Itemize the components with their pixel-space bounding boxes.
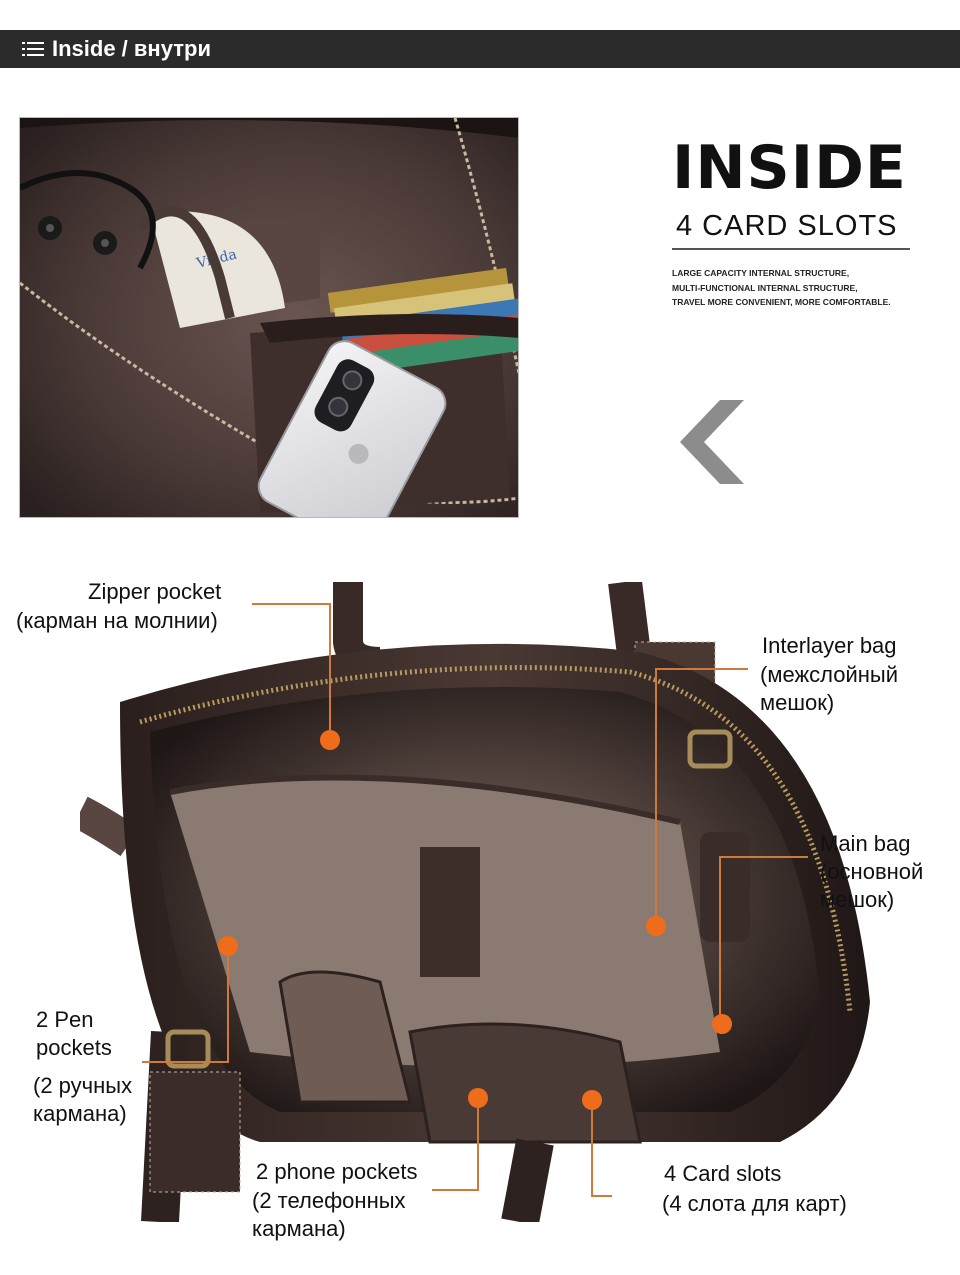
- main-bag-en: Main bag: [820, 831, 911, 856]
- pen-pockets-ru-label: (2 ручных: [33, 1072, 132, 1100]
- main-bag-ru2: мешок): [820, 887, 895, 912]
- phone-pockets-ru2: кармана): [252, 1216, 346, 1241]
- section-header: Inside / внутри: [0, 30, 960, 68]
- description-line: MULTI-FUNCTIONAL INTERNAL STRUCTURE,: [672, 282, 858, 293]
- pen-pockets-label: 2 Pen: [36, 1006, 94, 1034]
- card-slots-ru: (4 слота для карт): [662, 1191, 847, 1216]
- feature-title: INSIDE: [672, 133, 907, 203]
- section-title: Inside / внутри: [52, 36, 211, 61]
- interlayer-bag-en: Interlayer bag: [762, 633, 897, 658]
- interlayer-bag-ru2: мешок): [760, 690, 835, 715]
- main-bag-ru-label-2: мешок): [820, 886, 894, 914]
- card-slots-label: 4 Card slots: [664, 1160, 781, 1188]
- interlayer-bag-label: Interlayer bag: [762, 632, 897, 660]
- interlayer-bag-ru-label: (межслойный: [760, 661, 898, 689]
- pen-pockets-en1: 2 Pen: [36, 1007, 94, 1032]
- pen-pockets-en2: pockets: [36, 1035, 112, 1060]
- description-line: TRAVEL MORE CONVENIENT, MORE COMFORTABLE…: [672, 297, 891, 307]
- phone-pockets-en: 2 phone pockets: [256, 1159, 418, 1184]
- pen-pockets-label-2: pockets: [36, 1034, 112, 1062]
- bag-interior-photo: Vinda: [19, 117, 519, 518]
- main-bag-ru-label: (основной: [820, 858, 923, 886]
- phone-pockets-ru-label-2: кармана): [252, 1215, 346, 1243]
- divider: [672, 248, 910, 250]
- bag-open-photo: [80, 582, 880, 1222]
- interlayer-bag-ru1: (межслойный: [760, 662, 899, 687]
- zipper-pocket-en: Zipper pocket: [88, 579, 222, 604]
- list-icon: [22, 42, 44, 56]
- feature-subtitle: 4 CARD SLOTS: [676, 210, 898, 242]
- zipper-pocket-ru-label: (карман на молнии): [16, 607, 218, 635]
- card-slots-en: 4 Card slots: [664, 1161, 782, 1186]
- card-slots-ru-label: (4 слота для карт): [662, 1190, 847, 1218]
- main-bag-ru1: (основной: [820, 859, 924, 884]
- feature-description: LARGE CAPACITY INTERNAL STRUCTURE, MULTI…: [672, 266, 932, 310]
- description-line: LARGE CAPACITY INTERNAL STRUCTURE,: [672, 268, 850, 278]
- phone-pockets-ru1: (2 телефонных: [252, 1188, 406, 1213]
- pen-pockets-ru1: (2 ручных: [33, 1073, 133, 1098]
- chevron-left-icon: [680, 400, 744, 484]
- pen-pockets-ru-label-2: кармана): [33, 1100, 127, 1128]
- pen-pockets-ru2: кармана): [33, 1101, 127, 1126]
- zipper-pocket-label: Zipper pocket: [88, 578, 221, 606]
- zipper-pocket-ru: (карман на молнии): [16, 608, 218, 633]
- phone-pockets-label: 2 phone pockets: [256, 1158, 417, 1186]
- phone-pockets-ru-label: (2 телефонных: [252, 1187, 406, 1215]
- interlayer-bag-ru-label-2: мешок): [760, 689, 834, 717]
- main-bag-label: Main bag: [820, 830, 911, 858]
